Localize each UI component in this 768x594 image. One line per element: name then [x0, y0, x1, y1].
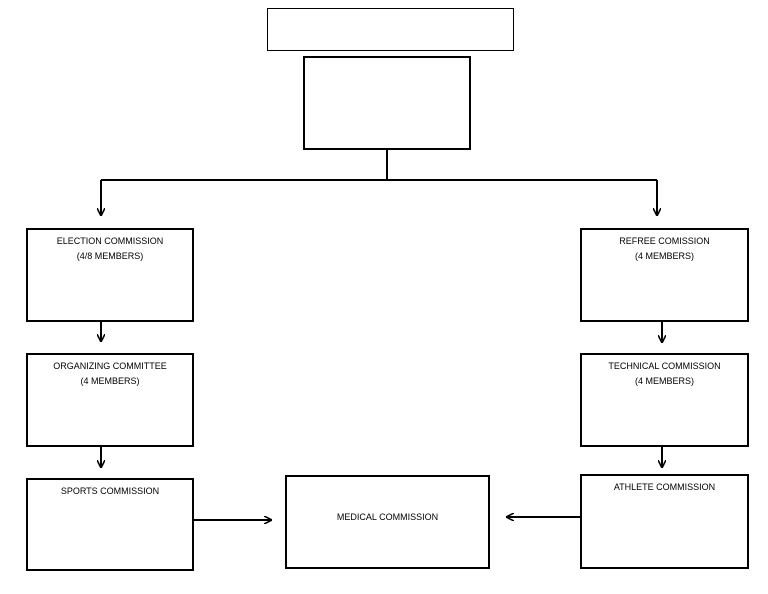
- election-commission-box: ELECTION COMMISSION (4/8 MEMBERS): [26, 228, 194, 322]
- technical-commission-subtitle: (4 MEMBERS): [634, 376, 694, 386]
- organizing-committee-box: ORGANIZING COMMITTEE (4 MEMBERS): [26, 353, 194, 447]
- refree-comission-title: REFREE COMISSION: [619, 236, 710, 246]
- organizing-committee-subtitle: (4 MEMBERS): [80, 376, 140, 386]
- medical-commission-box: MEDICAL COMMISSION: [285, 475, 490, 569]
- technical-commission-box: TECHNICAL COMMISSION (4 MEMBERS): [580, 353, 749, 447]
- sports-commission-box: SPORTS COMMISSION: [26, 478, 194, 571]
- sports-commission-title: SPORTS COMMISSION: [60, 486, 160, 496]
- athlete-commission-title: ATHLETE COMMISSION: [613, 482, 716, 492]
- election-commission-subtitle: (4/8 MEMBERS): [76, 251, 144, 261]
- top-box: [303, 56, 471, 150]
- refree-comission-subtitle: (4 MEMBERS): [634, 251, 694, 261]
- refree-comission-box: REFREE COMISSION (4 MEMBERS): [580, 228, 749, 322]
- technical-commission-title: TECHNICAL COMMISSION: [608, 361, 721, 371]
- election-commission-title: ELECTION COMMISSION: [56, 236, 164, 246]
- organizing-committee-title: ORGANIZING COMMITTEE: [53, 361, 167, 371]
- medical-commission-title: MEDICAL COMMISSION: [336, 512, 439, 522]
- athlete-commission-box: ATHLETE COMMISSION: [580, 474, 749, 569]
- top-banner-box: [267, 8, 514, 51]
